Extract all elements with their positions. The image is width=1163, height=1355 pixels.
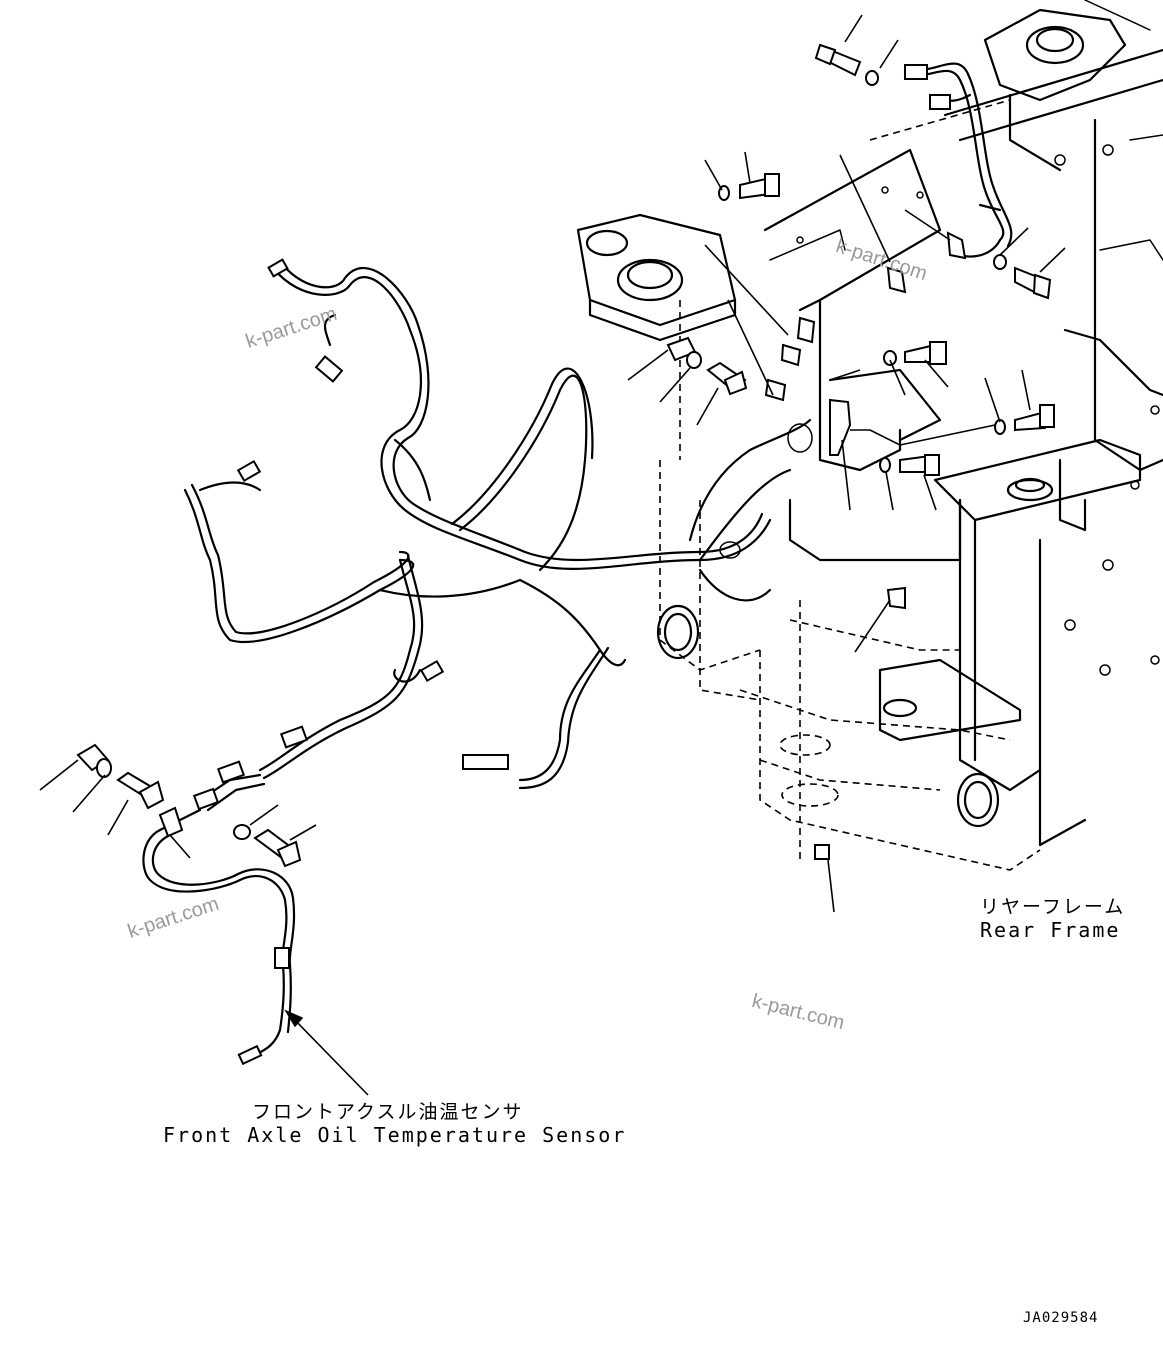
sensor-label-jp: フロントアクスル油温センサ <box>252 1101 524 1123</box>
leader-lines <box>627 14 1066 913</box>
sensor-label-en: Front Axle Oil Temperature Sensor <box>163 1123 627 1147</box>
harness-bracket <box>763 148 962 562</box>
center-fastener-group <box>666 43 1055 610</box>
sensor-arrow <box>284 1009 369 1096</box>
rear-frame-label-en: Rear Frame <box>980 918 1121 942</box>
wire-harness-main <box>183 263 812 790</box>
frame-holes <box>1054 144 1160 676</box>
upper-mount <box>983 0 1151 172</box>
wire-harness-sensor <box>142 258 830 1066</box>
frame-plugs <box>656 604 1022 828</box>
hidden-lines <box>659 99 1041 871</box>
front-mount-plate <box>576 213 737 342</box>
rear-frame-outline <box>933 48 1163 847</box>
rear-frame-label-jp: リヤーフレーム <box>980 896 1126 918</box>
left-fastener-group <box>39 743 317 868</box>
drawing-id: JA029584 <box>1023 1310 1099 1326</box>
wire-harness-upper <box>903 62 1013 258</box>
